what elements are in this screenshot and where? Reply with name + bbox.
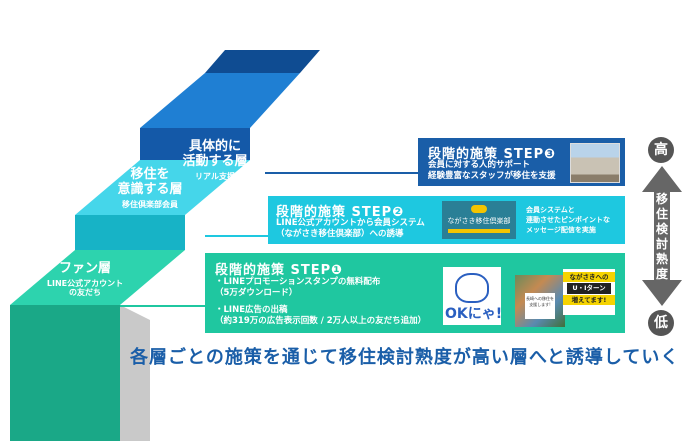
- step2-note: 会員システムと: [526, 206, 575, 214]
- step3-box: 段階的施策 STEP❸ 会員に対する人的サポート 経験豊富なスタッフが移住を支援: [418, 138, 625, 186]
- low-label: 低: [648, 310, 674, 336]
- stair-fan-layer: ファン層 LINE公式アカウント の友だち: [30, 261, 140, 298]
- stair-active-layer: 具体的に 活動する層 リアル支援: [160, 139, 270, 181]
- stair-sub: リアル支援: [195, 171, 235, 181]
- line-sticker-image: OKにゃ!: [443, 267, 503, 325]
- step3-heading: 段階的施策 STEP❸: [428, 147, 557, 162]
- stair-title: 意識する層: [117, 181, 183, 197]
- stair-aware-layer: 移住を 意識する層 移住倶楽部会員: [95, 167, 205, 209]
- connector-step2: [205, 235, 270, 237]
- ad-text: ながさきへの: [563, 272, 615, 283]
- uiturn-ad-image: ながさきへの U・Iターン 増えてます!: [563, 269, 615, 315]
- step1-front: [10, 305, 120, 441]
- step1-item: ・LINEプロモーションスタンプの無料配布: [215, 277, 381, 287]
- step2-box: 段階的施策 STEP❷ LINE公式アカウントから会員システム （ながさき移住倶…: [268, 196, 625, 244]
- connector-step3: [265, 172, 420, 174]
- caption: 各層ごとの施策を通じて移住検討熟度が高い層へと誘導していく: [130, 347, 680, 368]
- step2-top: [75, 160, 250, 215]
- step1-heading: 段階的施策 STEP❶: [215, 263, 344, 278]
- ad-photo-collage: 長崎への移住を支援します!: [515, 275, 565, 327]
- stair-title: 活動する層: [182, 153, 248, 169]
- step2-line: LINE公式アカウントから会員システム: [276, 218, 425, 228]
- step1-item: ・LINE広告の出稿: [215, 304, 288, 315]
- step1-box: 段階的施策 STEP❶ ・LINEプロモーションスタンプの無料配布 （5万ダウン…: [205, 253, 625, 333]
- sticker-text: OKにゃ!: [445, 306, 503, 322]
- stair-title: 具体的に: [188, 139, 241, 154]
- shadow: [120, 305, 150, 441]
- club-logo-text: ながさき移住倶楽部: [447, 217, 511, 225]
- step3-riser: [140, 128, 250, 160]
- stair-title: ファン層: [58, 261, 111, 276]
- scale-label: 移住検討熟度: [655, 192, 668, 281]
- double-arrow-icon: [642, 166, 682, 306]
- step1-top: [10, 250, 185, 305]
- step2-riser: [75, 215, 185, 250]
- stair-sub: の友だち: [69, 288, 101, 298]
- step2-note: メッセージ配信を実施: [526, 225, 596, 234]
- ad-house-text: 長崎への移住を支援します!: [525, 293, 555, 319]
- stair-sub: 移住倶楽部会員: [122, 199, 178, 209]
- connector-step1: [120, 305, 208, 307]
- step2-line: （ながさき移住倶楽部）への誘導: [276, 229, 404, 240]
- club-logo-image: ながさき移住倶楽部: [442, 201, 516, 239]
- step2-heading: 段階的施策 STEP❷: [276, 205, 405, 220]
- step3-line: 経験豊富なスタッフが移住を支援: [428, 171, 556, 182]
- high-label: 高: [648, 137, 674, 163]
- step3-top: [140, 73, 300, 128]
- stair-title: 移住を: [130, 167, 170, 182]
- step2-note: 連動させたピンポイントな: [526, 215, 610, 224]
- ad-text: 増えてます!: [563, 294, 615, 306]
- step3-line: 会員に対する人的サポート: [428, 160, 531, 170]
- step1-item: （5万ダウンロード）: [215, 288, 298, 299]
- building-photo: [570, 143, 620, 183]
- step1-item: （約319万の広告表示回数 / 2万人以上の友だち追加）: [215, 316, 427, 327]
- ad-text: U・Iターン: [567, 283, 611, 294]
- step3-back: [205, 50, 320, 73]
- stair-sub: LINE公式アカウント: [46, 278, 124, 288]
